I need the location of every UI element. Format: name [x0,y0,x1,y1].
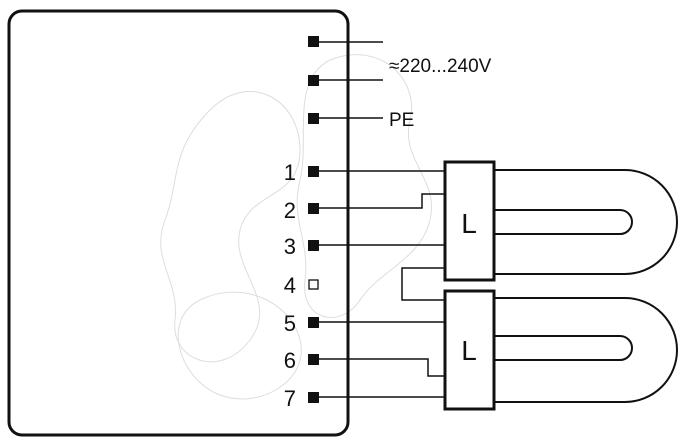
earth-label: PE [389,110,414,131]
terminal-label-7: 7 [284,386,296,411]
lamp-2-tube [495,297,678,403]
terminal-4-unused [308,279,319,290]
terminal-label-4: 4 [284,273,296,298]
terminal [308,36,319,47]
lamp-wires [319,170,445,398]
lamp-2: L [443,289,678,411]
terminal-2 [308,203,319,214]
supply-voltage-label: ≈220...240V [389,56,492,77]
terminal-label-3: 3 [284,234,296,259]
lamp-1-label: L [461,208,477,239]
terminal-3 [308,240,319,251]
background-watermark [160,54,433,400]
terminals [308,36,319,403]
lamp-1: L [443,160,678,282]
terminal-7 [308,392,319,403]
lamp-2-label: L [461,335,477,366]
terminal-5 [308,317,319,328]
terminal-1 [308,166,319,177]
lamp-2-inner-loop [495,335,633,361]
ballast-box [7,9,350,437]
terminal-label-5: 5 [284,311,296,336]
lamp-1-inner-loop [495,209,633,235]
lamp-2-base [443,289,496,411]
lamp-1-base [443,160,496,282]
terminal [308,113,319,124]
terminal [308,75,319,86]
terminal-label-1: 1 [284,160,296,185]
supply-wires [319,41,383,119]
terminal-6 [308,354,319,365]
lamp-1-tube [495,169,678,275]
terminal-labels: 1 2 3 4 5 6 7 [284,160,296,411]
terminal-label-6: 6 [284,348,296,373]
terminal-label-2: 2 [284,198,296,223]
